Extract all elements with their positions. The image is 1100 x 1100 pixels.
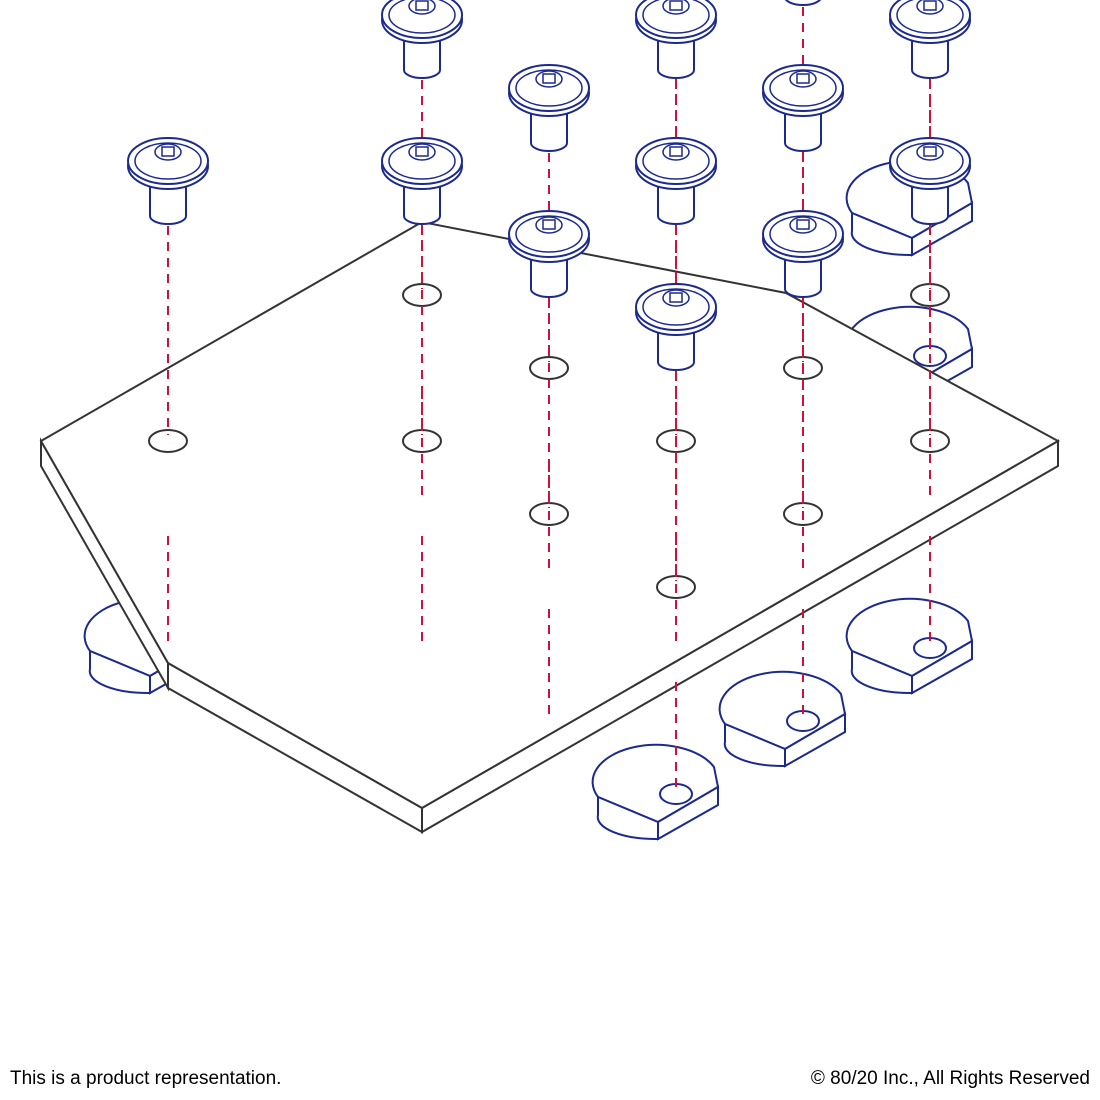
t-nut-top-face — [845, 597, 974, 678]
screw-head-dome — [896, 142, 964, 180]
screw-head-dome — [515, 215, 583, 253]
screw-head — [889, 0, 971, 39]
screw-head — [889, 137, 971, 185]
screw-head — [508, 210, 590, 258]
t-nut-front-face — [596, 795, 659, 841]
screw-head — [508, 64, 590, 112]
button-head-screw — [127, 137, 209, 225]
screw-head-dome — [134, 142, 202, 180]
t-nut-front-face — [88, 649, 151, 695]
copyright-text: © 80/20 Inc., All Rights Reserved — [810, 1068, 1090, 1089]
hex-socket-recess — [796, 73, 810, 84]
button-head-screws-group — [127, 0, 971, 371]
t-nut-side-face — [657, 785, 719, 841]
hex-socket-recess — [542, 219, 556, 230]
screw-head — [381, 0, 463, 39]
exploded-assembly-drawing — [39, 0, 1061, 841]
hex-socket-recess — [669, 146, 683, 157]
screw-shank — [785, 0, 821, 6]
hex-socket-recess — [923, 0, 937, 11]
hex-socket-icon — [916, 0, 944, 15]
t-nut-front-face — [850, 211, 913, 257]
t-nut-side-face — [911, 639, 973, 695]
hex-socket-recess — [796, 219, 810, 230]
hex-socket-recess — [161, 146, 175, 157]
screw-head-dome — [642, 288, 710, 326]
screw-head — [635, 137, 717, 185]
hex-socket-recess — [669, 0, 683, 11]
screw-head-dome — [642, 0, 710, 34]
screw-head — [635, 283, 717, 331]
hex-socket-recess — [542, 73, 556, 84]
t-nut — [718, 670, 847, 768]
screw-head — [127, 137, 209, 185]
t-nut — [591, 743, 720, 841]
button-head-screw — [785, 0, 821, 6]
t-nut — [845, 597, 974, 695]
button-head-screw — [889, 0, 971, 79]
button-head-screw — [889, 137, 971, 225]
button-head-screw — [508, 210, 590, 298]
screw-head — [762, 210, 844, 258]
screw-head — [381, 137, 463, 185]
screw-head — [635, 0, 717, 39]
t-nut-top-face — [718, 670, 847, 751]
hex-socket-recess — [415, 146, 429, 157]
screw-head-dome — [769, 215, 837, 253]
screw-head-dome — [769, 69, 837, 107]
screw-head-dome — [515, 69, 583, 107]
t-nut-top-face — [591, 743, 720, 824]
screw-head-dome — [642, 142, 710, 180]
button-head-screw — [635, 137, 717, 225]
screw-head-dome — [896, 0, 964, 34]
screw-head-dome — [388, 142, 456, 180]
hex-socket-icon — [662, 0, 690, 15]
hex-socket-recess — [415, 0, 429, 11]
t-nut-front-face — [723, 722, 786, 768]
t-nut-front-face — [850, 649, 913, 695]
screw-head — [762, 64, 844, 112]
t-nut-side-face — [784, 712, 846, 768]
button-head-screw — [762, 210, 844, 298]
t-nut-side-face — [911, 201, 973, 257]
screw-head-dome — [388, 0, 456, 34]
button-head-screw — [381, 0, 463, 79]
button-head-screw — [635, 283, 717, 371]
hex-socket-recess — [923, 146, 937, 157]
hex-socket-icon — [408, 0, 436, 15]
disclaimer-text: This is a product representation. — [10, 1068, 282, 1089]
button-head-screw — [381, 137, 463, 225]
button-head-screw — [635, 0, 717, 79]
button-head-screw — [508, 64, 590, 152]
plate-hole — [148, 429, 188, 453]
hex-socket-recess — [669, 292, 683, 303]
button-head-screw — [762, 64, 844, 152]
